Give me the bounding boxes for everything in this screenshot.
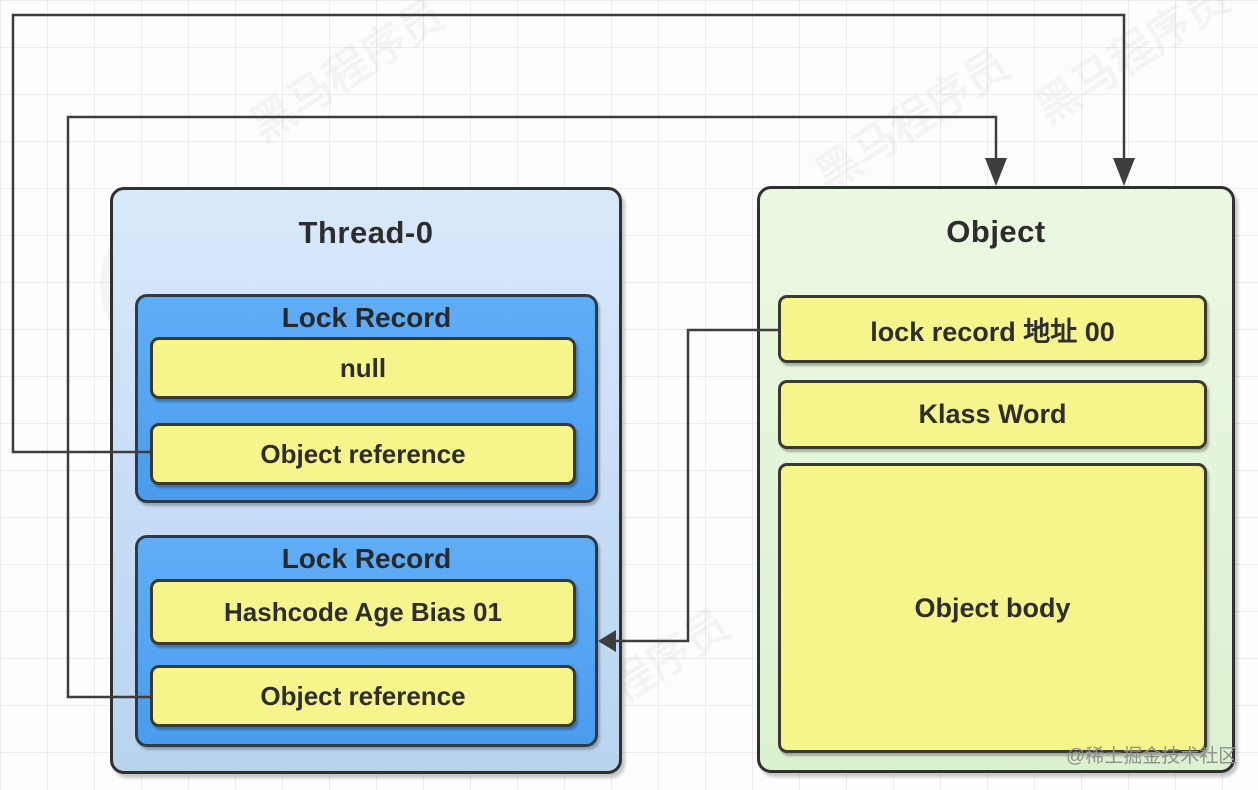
brand-watermark: 黑马程序员: [1020, 0, 1239, 137]
brand-watermark: 黑马程序员: [800, 30, 1019, 203]
lock-record-1-slot-null: null: [150, 337, 576, 399]
object-box-title: Object: [946, 214, 1046, 249]
thread-box: Thread-0 Lock Record null Object referen…: [110, 187, 622, 774]
object-field-object-body: Object body: [778, 463, 1207, 753]
lock-record-2-slot-markword: Hashcode Age Bias 01: [150, 579, 576, 645]
credit-text: @稀土掘金技术社区: [1066, 746, 1238, 767]
lock-record-1-slot-object-reference: Object reference: [150, 423, 576, 485]
object-box: Object lock record 地址 00 Klass Word Obje…: [757, 186, 1235, 773]
object-field-lock-record-address: lock record 地址 00: [778, 295, 1207, 363]
lock-record-1: Lock Record null Object reference: [135, 294, 598, 503]
thread-box-title: Thread-0: [298, 215, 434, 250]
arrowhead-down-icon: [985, 158, 1007, 186]
lock-record-1-title: Lock Record: [281, 302, 452, 333]
lock-record-2-title: Lock Record: [281, 543, 452, 574]
arrowhead-down-icon: [1113, 158, 1135, 186]
lock-record-2-slot-object-reference: Object reference: [150, 665, 576, 727]
object-field-klass-word: Klass Word: [778, 380, 1207, 449]
lock-record-2: Lock Record Hashcode Age Bias 01 Object …: [135, 535, 598, 747]
brand-watermark: 黑马程序员: [235, 0, 454, 154]
